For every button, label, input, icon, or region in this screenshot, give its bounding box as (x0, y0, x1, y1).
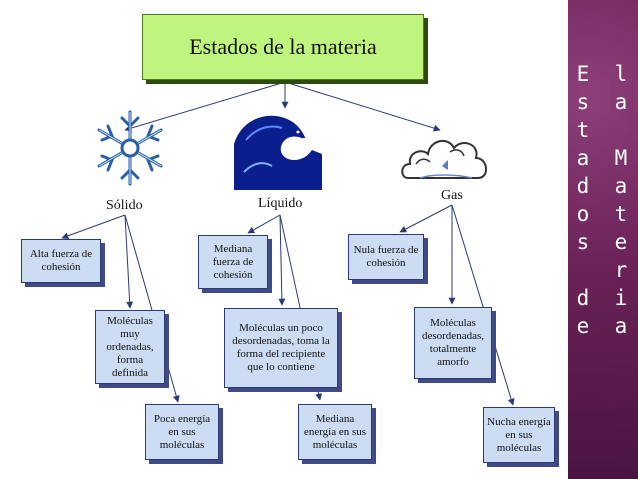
box-line: fuerza de (212, 255, 254, 268)
solid-energy-box: Poca energía en sus moléculas (145, 404, 219, 460)
gas-energy-box: Nucha energía en sus moléculas (483, 407, 555, 463)
box-line: que lo contiene (247, 361, 315, 373)
side-letter: s (576, 230, 590, 254)
side-letter: o (576, 202, 590, 226)
box-line: moléculas (496, 441, 542, 454)
box-line: cohesión (213, 268, 253, 281)
gas-cohesion-box: Nula fuerza de cohesión (348, 234, 424, 280)
side-letter: a (614, 90, 628, 114)
box-line: Alta fuerza de (29, 248, 93, 260)
box-line: moléculas (312, 438, 358, 451)
side-letter: a (614, 174, 628, 198)
box-line: Moléculas (107, 314, 153, 327)
side-letter: l (614, 62, 628, 86)
state-label-solid: Sólido (106, 198, 143, 213)
side-letter: a (576, 146, 590, 170)
snowflake-icon (97, 110, 163, 186)
liquid-energy-box: Mediana energía en sus moléculas (298, 404, 372, 460)
box-line: forma del recipiente (236, 348, 326, 360)
side-title-panel: E s t a d o s d e l a M a t e r i a (568, 0, 638, 479)
connector-liquid-prop1 (247, 214, 281, 234)
side-letter: t (614, 202, 628, 226)
side-letter: t (576, 118, 590, 142)
box-line: Mediana (213, 242, 253, 255)
box-line: en sus (505, 428, 533, 441)
connector-solid-prop3 (124, 214, 180, 403)
solid-molecules-box: Moléculas muy ordenadas, forma definida (95, 310, 165, 384)
box-line: amorfo (437, 356, 469, 368)
side-letter: e (614, 230, 628, 254)
solid-cohesion-box: Alta fuerza de cohesión (21, 239, 101, 283)
side-letter: a (614, 314, 628, 338)
box-line: desordenadas, toma la (232, 335, 330, 347)
cloud-icon (401, 139, 487, 179)
side-letter: s (576, 90, 590, 114)
side-letter: E (576, 62, 590, 86)
side-letter: i (614, 286, 628, 310)
box-line: cohesión (366, 257, 406, 269)
box-line: forma definida (111, 353, 149, 379)
box-line: en sus (168, 425, 196, 438)
connector-solid-prop1 (61, 214, 126, 240)
box-line: moléculas (159, 438, 205, 451)
side-letter: d (576, 286, 590, 310)
box-line: energía en sus (303, 425, 367, 438)
box-line: muy (120, 327, 140, 340)
title-box: Estados de la materia (142, 14, 424, 80)
box-line: ordenadas, (106, 340, 154, 353)
connector-gas-prop1 (399, 204, 453, 233)
liquid-cohesion-box: Mediana fuerza de cohesión (198, 235, 268, 289)
connector-title-solid (124, 81, 286, 132)
connector-title-gas (284, 81, 441, 132)
connector-gas-prop3 (451, 204, 515, 406)
side-letter: M (614, 146, 628, 170)
state-label-liquid: Líquido (258, 196, 303, 211)
box-line: Nucha energía (487, 415, 551, 428)
box-line: Moléculas (430, 317, 476, 329)
box-line: totalmente (429, 343, 477, 355)
state-label-gas: Gas (441, 188, 463, 203)
box-line: cohesión (41, 261, 81, 273)
box-line: Nula fuerza de (353, 244, 419, 256)
connector-solid-prop2 (124, 214, 134, 309)
box-line: Moléculas un poco (239, 322, 323, 334)
diagram-title: Estados de la materia (189, 34, 377, 59)
gas-molecules-box: Moléculas desordenadas, totalmente amorf… (414, 307, 492, 379)
box-line: desordenadas, (421, 330, 484, 342)
side-letter: r (614, 258, 628, 282)
wave-icon (234, 115, 322, 190)
side-letter: e (576, 314, 590, 338)
box-line: Mediana (315, 412, 355, 425)
side-letter: d (576, 174, 590, 198)
connector-liquid-prop2 (278, 214, 286, 306)
concept-map: Estados de la materia (21, 14, 555, 463)
box-line: Poca energía (153, 412, 211, 425)
liquid-molecules-box: Moléculas un poco desordenadas, toma la … (224, 308, 338, 388)
